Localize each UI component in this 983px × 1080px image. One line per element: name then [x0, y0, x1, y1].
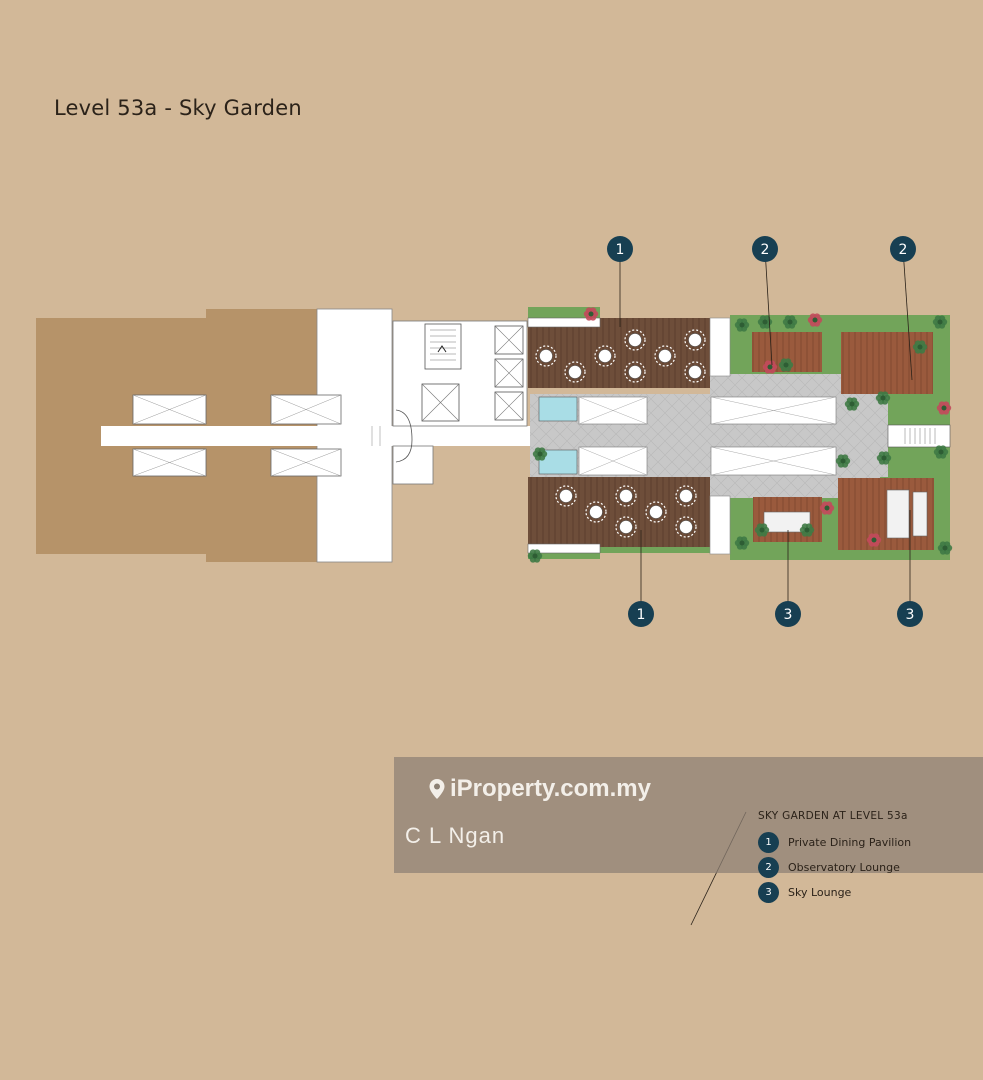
- dining-table-icon: [684, 361, 706, 383]
- dining-table-icon: [615, 485, 637, 507]
- marker-group: 1 2 2 1 3 3: [607, 236, 923, 627]
- zone-marker: 1: [628, 530, 654, 627]
- plant-icon: [757, 315, 773, 329]
- marker-number: 3: [906, 607, 915, 623]
- zone-marker: 2: [890, 236, 916, 381]
- plant-icon: [762, 360, 778, 374]
- plant-icon: [933, 445, 949, 459]
- lift-core: [371, 320, 528, 485]
- zone-marker: 2: [752, 236, 778, 366]
- void-box: [710, 446, 837, 476]
- legend: SKY GARDEN AT LEVEL 53a 1 Private Dining…: [758, 810, 911, 905]
- dining-table-icon: [594, 345, 616, 367]
- staircase-icon: [424, 323, 462, 370]
- void-box: [132, 448, 207, 477]
- legend-label: Private Dining Pavilion: [788, 836, 912, 849]
- location-pin-icon: [429, 779, 445, 799]
- dining-table-icon: [585, 501, 607, 523]
- plant-icon: [734, 318, 750, 332]
- plant-icon: [866, 533, 882, 547]
- plant-icon: [583, 307, 599, 321]
- dining-table-icon: [615, 516, 637, 538]
- number-badge-icon: 3: [758, 882, 779, 903]
- marker-number: 2: [761, 242, 770, 258]
- number-badge-icon: 1: [758, 832, 779, 853]
- plant-icon: [782, 315, 798, 329]
- agent-name: C L Ngan: [405, 823, 506, 848]
- plant-icon: [912, 340, 928, 354]
- plant-icon: [835, 454, 851, 468]
- zone-marker: 3: [775, 530, 801, 627]
- plant-group: [527, 307, 953, 563]
- plant-icon: [778, 358, 794, 372]
- lift-shaft-icon: [494, 358, 524, 388]
- dining-table-icon: [675, 516, 697, 538]
- plant-icon: [734, 536, 750, 550]
- plant-icon: [807, 313, 823, 327]
- legend-item-private-dining: 1 Private Dining Pavilion: [758, 830, 911, 855]
- void-box: [270, 394, 342, 425]
- marker-number: 1: [637, 607, 646, 623]
- tower-block: [36, 308, 531, 563]
- legend-label: Observatory Lounge: [788, 861, 900, 874]
- plant-icon: [754, 523, 770, 537]
- watermark-brand: iProperty.com.my: [428, 775, 651, 803]
- void-box: [578, 396, 648, 425]
- sky-lounge-east: [838, 478, 934, 550]
- void-box: [710, 396, 837, 425]
- plant-icon: [876, 451, 892, 465]
- plant-icon: [527, 549, 543, 563]
- marker-number: 2: [899, 242, 908, 258]
- plant-icon: [819, 501, 835, 515]
- dining-table-icon: [535, 345, 557, 367]
- dining-pavilion-south: [527, 477, 710, 554]
- legend-title: SKY GARDEN AT LEVEL 53a: [758, 810, 908, 822]
- plant-icon: [532, 447, 548, 461]
- lift-shaft-icon: [494, 325, 524, 355]
- dining-table-icon: [675, 485, 697, 507]
- plant-icon: [932, 315, 948, 329]
- zone-marker: 1: [607, 236, 633, 327]
- watermark-banner: iProperty.com.my C L Ngan: [394, 757, 983, 873]
- sofa-icon: [886, 489, 928, 539]
- plant-icon: [799, 523, 815, 537]
- marker-number: 1: [616, 242, 625, 258]
- plant-icon: [875, 391, 891, 405]
- dining-table-icon: [624, 361, 646, 383]
- void-box: [578, 446, 648, 476]
- page-title: Level 53a - Sky Garden: [54, 96, 302, 120]
- dining-pavilion-north: [527, 317, 710, 388]
- dining-table-icon: [684, 329, 706, 351]
- legend-item-sky-lounge: 3 Sky Lounge: [758, 880, 911, 905]
- staircase-icon: [887, 424, 951, 448]
- plant-icon: [937, 541, 953, 555]
- plant-icon: [844, 397, 860, 411]
- legend-item-observatory: 2 Observatory Lounge: [758, 855, 911, 880]
- zone-marker: 3: [897, 510, 923, 627]
- number-badge-icon: 2: [758, 857, 779, 878]
- dining-table-icon: [624, 329, 646, 351]
- lift-shaft-icon: [494, 391, 524, 421]
- legend-label: Sky Lounge: [788, 886, 852, 899]
- washroom: [538, 396, 578, 475]
- lift-shaft-icon: [421, 383, 460, 422]
- dining-table-group-north: [535, 329, 706, 383]
- void-box: [270, 448, 342, 477]
- void-box: [132, 394, 207, 425]
- dining-table-icon: [555, 485, 577, 507]
- dining-table-icon: [654, 345, 676, 367]
- watermark-brand-text: iProperty.com.my: [450, 775, 651, 802]
- dining-table-icon: [645, 501, 667, 523]
- marker-number: 3: [784, 607, 793, 623]
- dining-table-group-south: [555, 485, 697, 538]
- plant-icon: [936, 401, 952, 415]
- dining-table-icon: [564, 361, 586, 383]
